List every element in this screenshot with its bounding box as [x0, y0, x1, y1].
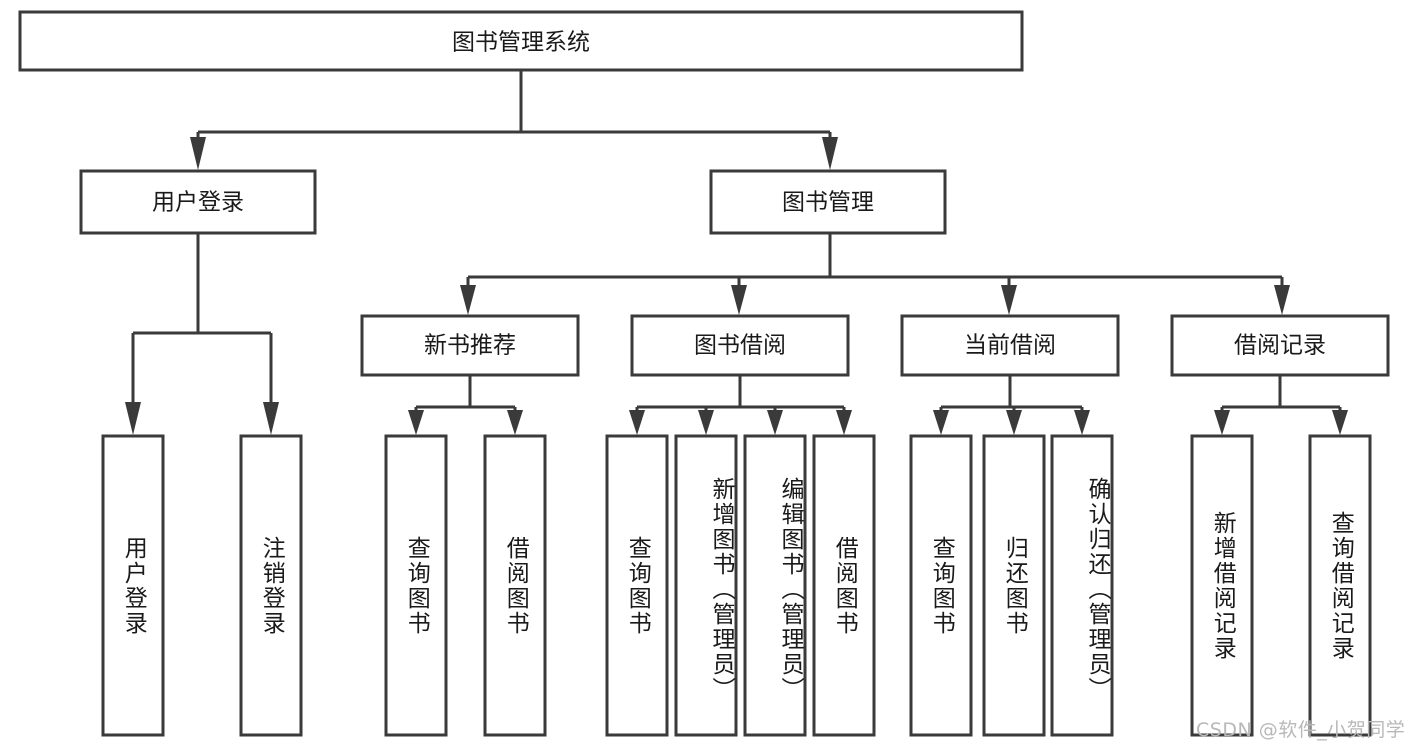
arrow-to-book-manage [822, 137, 838, 170]
node-borrow-record[interactable]: 借阅记录 [1170, 314, 1390, 377]
node-book-manage-label: 图书管理 [782, 190, 874, 216]
arrow-to-leaf-return-book [1006, 410, 1022, 435]
node-current-borrow[interactable]: 当前借阅 [900, 314, 1120, 377]
node-leaf-user-login-box[interactable] [101, 434, 165, 737]
arrow-to-borrow-record [1274, 285, 1290, 315]
arrow-to-leaf-user-logout [263, 402, 279, 435]
arrow-to-leaf-add-book [698, 410, 714, 435]
node-book-borrow[interactable]: 图书借阅 [630, 314, 850, 377]
node-leaf-user-logout-box[interactable] [239, 434, 303, 737]
node-leaf-add-book-box[interactable] [674, 434, 738, 737]
node-leaf-query-book-1-box[interactable] [384, 434, 448, 737]
arrow-to-leaf-query-book-3 [933, 410, 949, 435]
arrow-to-leaf-confirm-return [1074, 410, 1090, 435]
node-user-login-box[interactable] [79, 169, 317, 235]
arrow-to-leaf-add-record [1214, 410, 1230, 435]
connector-layer [125, 70, 1348, 435]
arrow-to-leaf-query-book-1 [408, 410, 424, 435]
node-leaf-return-book-box[interactable] [982, 434, 1046, 737]
arrow-to-leaf-query-record [1332, 410, 1348, 435]
node-leaf-confirm-return-box[interactable] [1050, 434, 1114, 737]
arrow-to-leaf-borrow-book-1 [507, 410, 523, 435]
node-borrow-record-label: 借阅记录 [1234, 333, 1326, 359]
node-leaf-query-book-3-box[interactable] [909, 434, 973, 737]
node-borrow-record-box[interactable] [1170, 314, 1390, 377]
node-current-borrow-box[interactable] [900, 314, 1120, 377]
node-current-borrow-label: 当前借阅 [964, 333, 1056, 359]
csdn-watermark: CSDN @软件_小贺同学 [1196, 719, 1405, 741]
node-book-borrow-box[interactable] [630, 314, 850, 377]
node-book-borrow-label: 图书借阅 [694, 333, 786, 359]
node-leaf-query-record-box[interactable] [1308, 434, 1372, 737]
node-book-manage-box[interactable] [709, 169, 947, 235]
node-book-manage[interactable]: 图书管理 [709, 169, 947, 235]
node-leaf-add-record-box[interactable] [1190, 434, 1254, 737]
arrow-to-leaf-borrow-book-2 [836, 410, 852, 435]
arrow-to-leaf-query-book-2 [629, 410, 645, 435]
node-user-login[interactable]: 用户登录 [79, 169, 317, 235]
node-user-login-label: 用户登录 [152, 190, 244, 216]
arrow-to-leaf-edit-book [767, 410, 783, 435]
node-leaf-borrow-book-1-box[interactable] [483, 434, 547, 737]
node-leaf-query-book-2-box[interactable] [605, 434, 669, 737]
arrow-to-user-login [190, 137, 206, 170]
arrow-to-new-book-recommend [460, 285, 476, 315]
arrow-to-leaf-user-login [125, 402, 141, 435]
node-new-book-recommend-box[interactable] [360, 314, 580, 377]
node-leaf-borrow-book-2-box[interactable] [812, 434, 876, 737]
node-root[interactable]: 图书管理系统 [18, 10, 1024, 72]
node-root-box[interactable] [18, 10, 1024, 72]
node-root-label: 图书管理系统 [452, 30, 590, 56]
node-new-book-recommend[interactable]: 新书推荐 [360, 314, 580, 377]
arrow-to-book-borrow [731, 285, 747, 315]
node-new-book-recommend-label: 新书推荐 [424, 333, 516, 359]
node-leaf-edit-book-box[interactable] [743, 434, 807, 737]
arrow-to-current-borrow [1001, 285, 1017, 315]
leaf-boxes-layer [101, 434, 1372, 737]
